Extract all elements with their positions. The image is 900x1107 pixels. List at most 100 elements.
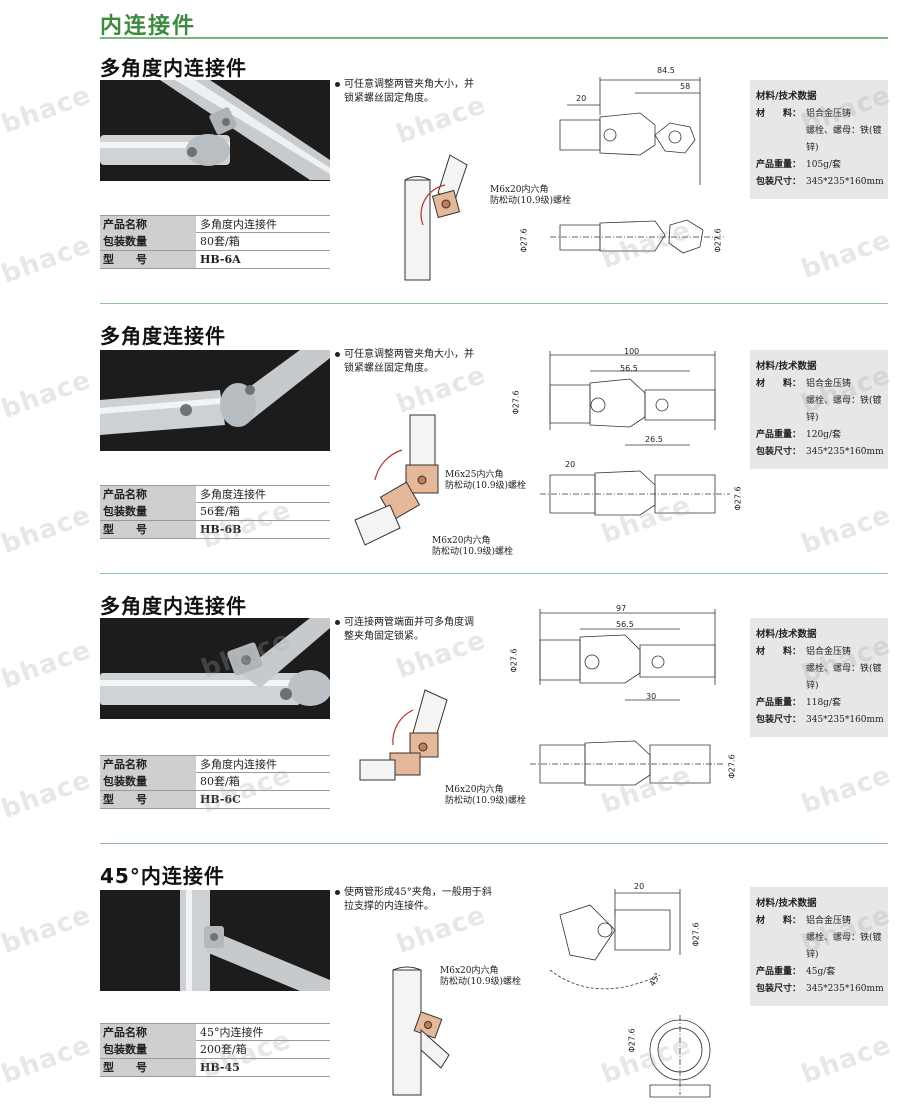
feature-bullet: 可任意调整两管夹角大小，并 锁紧螺丝固定角度。 [335, 348, 495, 376]
technical-drawing [530, 609, 725, 786]
assembly-illustration [359, 689, 448, 781]
technical-drawing [550, 77, 725, 254]
assembly-illustration [392, 966, 450, 1096]
watermark: bhace [797, 760, 896, 820]
spec-key: 产品名称 [100, 486, 196, 503]
data-key: 包装尺寸： [756, 177, 802, 187]
section-title: 多角度连接件 [100, 324, 226, 348]
tech-data-heading: 材料/技术数据 [756, 361, 817, 372]
spec-row-model: 型 号 HB-6A [100, 251, 330, 269]
data-key: 包装尺寸： [756, 715, 802, 725]
page-title: 内连接件 [100, 14, 197, 39]
material-line: 材 料： 铝合金压铸 螺栓、螺母：铁(镀锌) [756, 913, 882, 964]
spec-key: 产品名称 [100, 216, 196, 233]
data-value: 螺栓、螺母：铁(镀锌) [806, 126, 882, 153]
data-value: 螺栓、螺母：铁(镀锌) [806, 933, 882, 960]
spec-row-model: 型 号 HB-6C [100, 791, 330, 809]
spec-key: 包装数量 [100, 503, 196, 520]
section-title: 多角度内连接件 [100, 56, 247, 80]
spec-value: 多角度内连接件 [200, 758, 277, 771]
dim-label: 97 [616, 604, 627, 613]
data-key: 材 料： [756, 379, 802, 389]
section-divider [100, 573, 888, 574]
product-photo [100, 890, 330, 991]
section-divider [100, 843, 888, 844]
spec-table: 产品名称 多角度内连接件 包装数量 80套/箱 型 号 HB-6C [100, 755, 330, 809]
watermark: bhace [0, 765, 96, 825]
feature-bullet: 可连接两管端面并可多角度调 整夹角固定锁紧。 [335, 616, 495, 644]
spec-value: 56套/箱 [200, 505, 240, 518]
spec-value: HB-6B [200, 523, 242, 536]
material-line: 材 料： 铝合金压铸 螺栓、螺母：铁(镀锌) [756, 376, 882, 427]
bullet-line: 可连接两管端面并可多角度调 [344, 617, 474, 628]
spec-key: 产品名称 [100, 1024, 196, 1041]
data-key: 产品重量： [756, 967, 802, 977]
data-key: 材 料： [756, 109, 802, 119]
spec-row-name: 产品名称 45°内连接件 [100, 1023, 330, 1041]
tech-data-heading: 材料/技术数据 [756, 91, 817, 102]
dim-label: Φ27.6 [519, 228, 529, 253]
spec-table: 产品名称 45°内连接件 包装数量 200套/箱 型 号 HB-45 [100, 1023, 330, 1077]
callout-line: M6x20内六角 [440, 966, 499, 976]
spec-row-name: 产品名称 多角度连接件 [100, 485, 330, 503]
spec-value: 多角度内连接件 [200, 218, 277, 231]
spec-key: 型 号 [100, 791, 196, 808]
dim-label: Φ27.6 [627, 1028, 637, 1053]
dim-label: Φ27.6 [511, 390, 521, 415]
watermark: bhace [797, 225, 896, 285]
callout-line: M6x20内六角 [445, 785, 504, 795]
data-key: 包装尺寸： [756, 984, 802, 994]
spec-key: 型 号 [100, 1059, 196, 1076]
bullet-line: 锁紧螺丝固定角度。 [344, 363, 434, 374]
material-line: 材 料： 铝合金压铸 螺栓、螺母：铁(镀锌) [756, 644, 882, 695]
dim-label: Φ27.6 [727, 754, 737, 779]
assembly-illustration [404, 154, 468, 281]
spec-value: 45°内连接件 [200, 1026, 264, 1039]
weight-line: 产品重量： 120g/套 [756, 427, 882, 444]
spec-row-name: 产品名称 多角度内连接件 [100, 755, 330, 773]
bullet-line: 使两管形成45°夹角，一般用于斜 [344, 887, 492, 898]
data-value: 铝合金压铸 [806, 109, 852, 119]
dim-label: 84.5 [657, 66, 675, 75]
tech-data-box: 材料/技术数据 材 料： 铝合金压铸 螺栓、螺母：铁(镀锌) 产品重量： 105… [750, 80, 888, 199]
product-photo [100, 350, 330, 451]
callout-line: M6x25内六角 [445, 470, 504, 480]
product-photo [100, 80, 330, 181]
weight-line: 产品重量： 118g/套 [756, 695, 882, 712]
watermark: bhace [0, 365, 96, 425]
data-value: 105g/套 [806, 160, 841, 170]
bolt-callout: M6x20内六角 防松动(10.9级)螺栓 [490, 185, 571, 207]
data-value: 螺栓、螺母：铁(镀锌) [806, 396, 882, 423]
size-line: 包装尺寸： 345*235*160mm [756, 981, 884, 998]
dim-label: 20 [565, 460, 576, 469]
data-key: 包装尺寸： [756, 447, 802, 457]
tech-data-heading: 材料/技术数据 [756, 629, 817, 640]
dim-label: 56.5 [620, 364, 638, 373]
callout-line: 防松动(10.9级)螺栓 [490, 196, 572, 206]
dim-label: 26.5 [645, 435, 663, 444]
spec-row-qty: 包装数量 80套/箱 [100, 773, 330, 791]
spec-row-qty: 包装数量 200套/箱 [100, 1041, 330, 1059]
watermark: bhace [797, 1030, 896, 1090]
spec-table: 产品名称 多角度内连接件 包装数量 80套/箱 型 号 HB-6A [100, 215, 330, 269]
product-photo [100, 618, 330, 719]
callout-line: 防松动(10.9级)螺栓 [432, 547, 514, 557]
data-key: 产品重量： [756, 160, 802, 170]
bolt-callout: M6x20内六角 防松动(10.9级)螺栓 [432, 536, 513, 558]
watermark: bhace [0, 500, 96, 560]
data-value: 120g/套 [806, 430, 841, 440]
tech-data-box: 材料/技术数据 材 料： 铝合金压铸 螺栓、螺母：铁(镀锌) 产品重量： 45g… [750, 887, 888, 1006]
spec-row-model: 型 号 HB-45 [100, 1059, 330, 1077]
spec-key: 包装数量 [100, 233, 196, 250]
technical-drawing [549, 889, 711, 1098]
bullet-line: 可任意调整两管夹角大小，并 [344, 79, 474, 90]
spec-row-qty: 包装数量 80套/箱 [100, 233, 330, 251]
callout-line: 防松动(10.9级)螺栓 [440, 977, 522, 987]
dim-label: 30 [646, 692, 657, 701]
watermark: bhace [0, 1030, 96, 1090]
callout-line: 防松动(10.9级)螺栓 [445, 481, 527, 491]
watermark: bhace [0, 900, 96, 960]
size-line: 包装尺寸： 345*235*160mm [756, 712, 884, 729]
material-line: 材 料： 铝合金压铸 螺栓、螺母：铁(镀锌) [756, 106, 882, 157]
bullet-line: 整夹角固定锁紧。 [344, 631, 424, 642]
